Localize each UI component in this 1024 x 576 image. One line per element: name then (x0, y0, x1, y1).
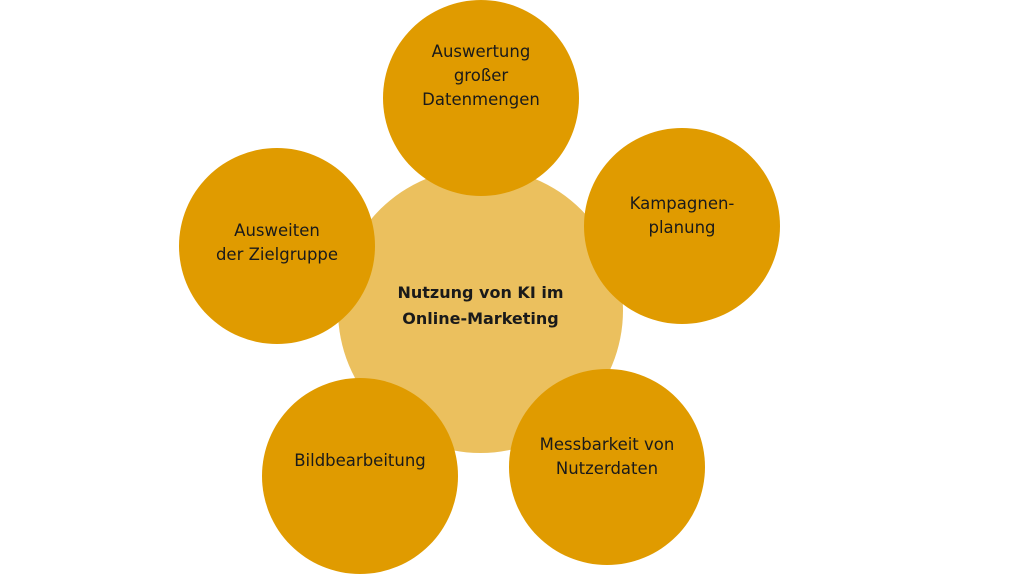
petal-label-image-editing: Bildbearbeitung (294, 451, 426, 470)
petal-label-data-analysis: Auswertung großer Datenmengen (422, 42, 540, 109)
petal-circle-target-group: Ausweiten der Zielgruppe (179, 148, 375, 344)
petal-circle-data-analysis: Auswertung großer Datenmengen (383, 0, 579, 196)
center-label: Nutzung von KI im Online-Marketing (397, 282, 564, 328)
petal-circle-image-editing: Bildbearbeitung (262, 378, 458, 574)
petal-circle-user-data-measurability: Messbarkeit von Nutzerdaten (509, 369, 705, 565)
petal-label-campaign-planning: Kampagnen- planung (629, 194, 735, 237)
petal-label-target-group: Ausweiten der Zielgruppe (215, 221, 339, 264)
petal-circle-campaign-planning: Kampagnen- planung (584, 128, 780, 324)
petal-label-user-data-measurability: Messbarkeit von Nutzerdaten (539, 435, 675, 478)
